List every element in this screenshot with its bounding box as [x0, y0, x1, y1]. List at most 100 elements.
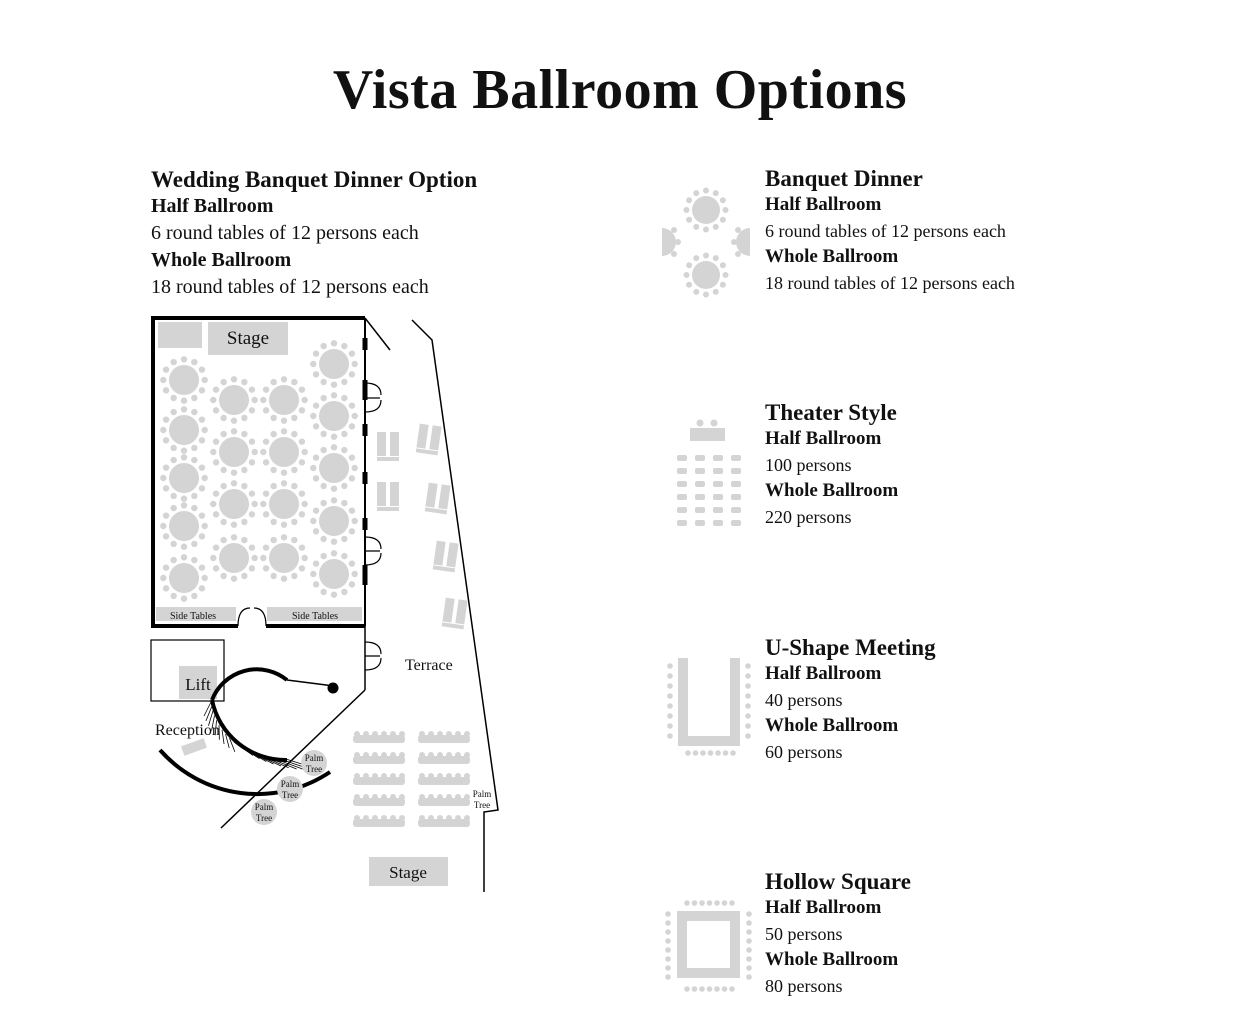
chair-row [418, 773, 470, 785]
round-table [160, 356, 208, 404]
u-shape-layout-icon [667, 658, 751, 756]
chair-row [418, 815, 470, 827]
round-table [260, 480, 308, 528]
hollow-square-icon-chair [729, 900, 735, 906]
u-shape-icon-chair [667, 723, 673, 729]
u-shape-icon-chair [715, 750, 721, 756]
svg-text:Tree: Tree [256, 813, 272, 823]
round-table [160, 454, 208, 502]
wedding-half-label: Half Ballroom [151, 195, 274, 217]
palm-tree-1: Palm Tree [301, 750, 327, 776]
theater-icon-seat [713, 494, 723, 500]
u-shape-icon-chair [745, 663, 751, 669]
u-shape-icon-chair [707, 750, 714, 756]
east-wall-doors [237, 338, 382, 671]
terrace-stage [369, 857, 448, 886]
terrace-seating [377, 423, 468, 630]
terrace-seat-pair [441, 597, 468, 630]
terrace-stage-label: Stage [389, 863, 427, 882]
u-shape-icon-chair [745, 693, 751, 699]
u-shape-icon-chair [745, 713, 751, 719]
round-table [260, 428, 308, 476]
option-banquet-dinner: Banquet Dinner Half Ballroom 6 round tab… [765, 166, 1015, 296]
chair-row [418, 794, 470, 806]
option-whole-label: Whole Ballroom [765, 246, 899, 267]
hollow-square-icon-chair [746, 929, 752, 935]
round-table [310, 444, 358, 492]
hollow-square-icon-chair [684, 900, 690, 906]
option-heading: Theater Style [765, 400, 897, 425]
round-table [210, 376, 258, 424]
storage-block [158, 322, 202, 348]
reception-label: Reception [155, 722, 220, 739]
hollow-square-icon-chair [665, 965, 671, 971]
svg-text:Tree: Tree [306, 764, 322, 774]
banquet-icon-half-table [662, 227, 681, 257]
u-shape-icon-chair [685, 750, 691, 756]
round-table [160, 502, 208, 550]
option-whole-label: Whole Ballroom [765, 949, 899, 970]
round-table [210, 480, 258, 528]
chair-row [418, 752, 470, 764]
banquet-icon-half-table [731, 227, 750, 257]
u-shape-icon-chair [722, 750, 729, 756]
round-table [310, 340, 358, 388]
option-whole-text: 220 persons [765, 507, 852, 527]
theater-icon-seat [677, 455, 687, 461]
u-shape-icon-chair [692, 750, 699, 756]
option-half-label: Half Ballroom [765, 428, 882, 449]
theater-icon-seat [677, 468, 687, 474]
theater-icon-seat [677, 520, 687, 526]
lift-box [179, 666, 217, 699]
u-shape-icon-chair [667, 683, 673, 689]
hollow-square-icon-chair [746, 920, 752, 926]
hollow-square-icon-table [677, 911, 740, 978]
hollow-square-icon-chair [746, 938, 752, 944]
option-whole-text: 80 persons [765, 976, 843, 996]
hollow-square-icon-chair [665, 929, 671, 935]
chair-row [353, 773, 405, 785]
round-table [310, 550, 358, 598]
theater-icon-seat [695, 520, 705, 526]
hollow-square-icon-chair [699, 900, 705, 906]
option-heading: Hollow Square [765, 869, 911, 894]
option-whole-label: Whole Ballroom [765, 480, 899, 501]
side-tables-right-label: Side Tables [292, 611, 338, 622]
hollow-square-icon-chair [706, 986, 713, 992]
u-shape-icon-chair [667, 733, 673, 739]
option-theater-style: Theater Style Half Ballroom 100 persons … [765, 400, 898, 530]
u-shape-icon-chair [667, 703, 673, 709]
hollow-square-icon-chair [684, 986, 690, 992]
theater-icon-seat [731, 507, 741, 513]
hollow-square-icon-chair [665, 974, 671, 980]
svg-text:Palm: Palm [281, 779, 300, 789]
u-shape-icon-chair [667, 663, 673, 669]
u-shape-icon-chair [745, 723, 751, 729]
theater-icon-seat [695, 494, 705, 500]
u-shape-icon-chair [745, 703, 751, 709]
u-shape-icon-chair [730, 750, 736, 756]
terrace-seat-pair [432, 540, 459, 573]
theater-icon-seat [713, 455, 723, 461]
hollow-square-icon-chair [665, 947, 671, 953]
svg-text:Palm: Palm [255, 802, 274, 812]
chair-row [353, 815, 405, 827]
spiral-staircase [158, 667, 339, 797]
hollow-square-icon-chair [691, 986, 698, 992]
hollow-square-icon-chair [746, 911, 752, 917]
terrace-seat-pair [377, 482, 399, 511]
wedding-whole-label: Whole Ballroom [151, 249, 292, 271]
u-shape-icon-chair [745, 733, 751, 739]
theater-icon-seat [713, 520, 723, 526]
chair-row [418, 731, 470, 743]
terrace-seat-pair [415, 423, 442, 456]
theater-icon-seat [695, 507, 705, 513]
svg-text:Tree: Tree [282, 790, 298, 800]
option-hollow-square: Hollow Square Half Ballroom 50 persons W… [765, 869, 911, 999]
terrace-chair-rows [353, 731, 470, 827]
option-whole-label: Whole Ballroom [765, 715, 899, 736]
theater-icon-seat [731, 494, 741, 500]
theater-icon-seat [695, 481, 705, 487]
round-table [260, 376, 308, 424]
theater-icon-seat [713, 507, 723, 513]
